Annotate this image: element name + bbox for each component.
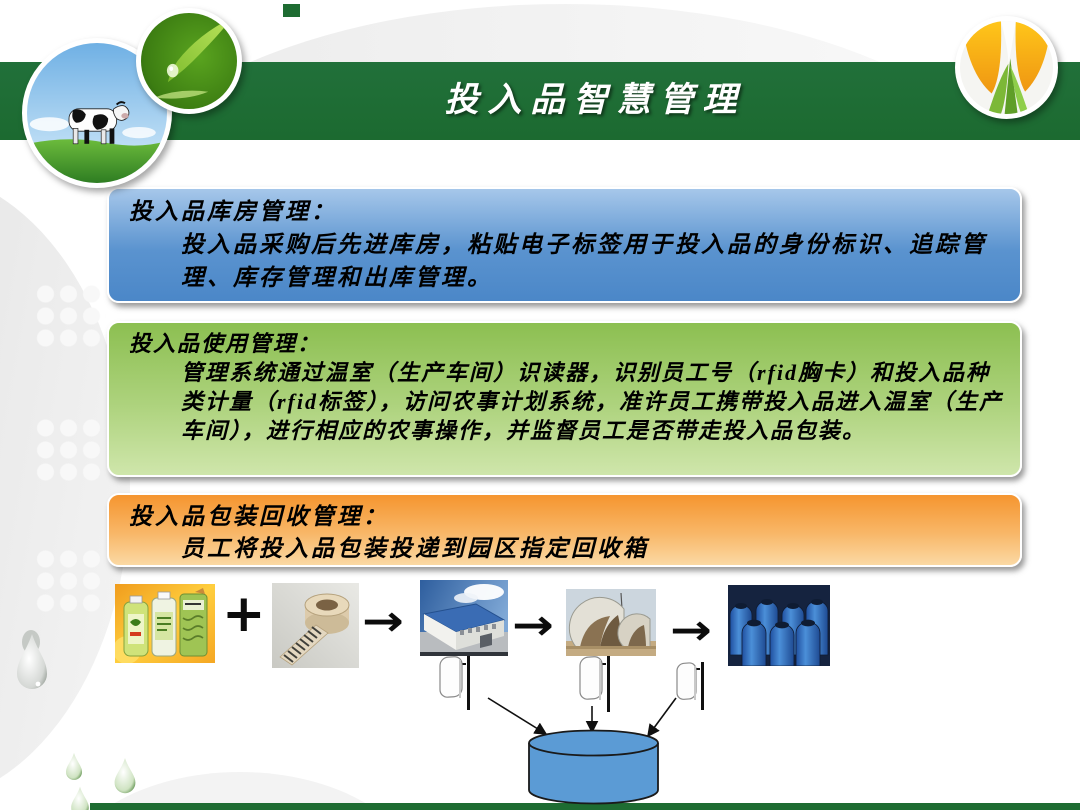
water-drop-icon <box>69 784 91 810</box>
water-drop-icon <box>64 751 84 786</box>
water-drop-icon <box>112 755 138 800</box>
tulip-photo-circle <box>955 16 1058 119</box>
page-title: 投入品智慧管理 <box>444 82 746 119</box>
dot-pattern <box>34 417 106 483</box>
tulip-image <box>960 21 1053 114</box>
cow-figure <box>68 101 130 145</box>
bottle-1 <box>123 595 149 657</box>
arrow-icon: → <box>512 600 554 650</box>
warehouse-management-box: 投入品库房管理： 投入品采购后先进库房，粘贴电子标签用于投入品的身份标识、追踪管… <box>107 187 1022 303</box>
water-drop-icon <box>14 626 50 705</box>
plus-icon: + <box>222 584 266 644</box>
box-body: 管理系统通过温室（生产车间）识读器，识别员工号（rfid胸卡）和投入品种类计量（… <box>181 360 1004 443</box>
box-body: 员工将投入品包装投递到园区指定回收箱 <box>181 536 649 561</box>
rfid-reader-antenna-icon <box>674 660 714 717</box>
bottle-2 <box>151 591 177 657</box>
box-title: 投入品包装回收管理： <box>129 504 389 529</box>
box-title: 投入品使用管理： <box>129 331 322 356</box>
greenhouse-image <box>566 589 656 661</box>
warehouse-building-image <box>420 580 508 661</box>
pesticide-bottles-image <box>113 584 215 668</box>
usage-management-box: 投入品使用管理： 管理系统通过温室（生产车间）识读器，识别员工号（rfid胸卡）… <box>107 321 1022 477</box>
arrow-icon: → <box>670 605 712 655</box>
database-cylinder <box>527 729 660 810</box>
rfid-reader-antenna-icon <box>436 654 482 717</box>
tag-roll <box>279 593 350 666</box>
rfid-reader-antenna-icon <box>576 654 622 719</box>
rfid-tag-roll-image <box>272 583 359 673</box>
reader-to-database-links <box>430 690 700 753</box>
bottle-3 <box>179 588 208 657</box>
leaf-photo-circle <box>136 8 242 114</box>
dot-pattern <box>34 283 106 349</box>
dot-pattern <box>34 548 106 614</box>
leaf-image <box>141 13 237 109</box>
box-body: 投入品采购后先进库房，粘贴电子标签用于投入品的身份标识、追踪管理、库存管理和出库… <box>181 232 987 290</box>
recycle-tanks-image <box>728 585 830 671</box>
bottom-green-bar <box>90 803 1080 810</box>
arrow-icon: → <box>362 596 404 646</box>
box-title: 投入品库房管理： <box>129 199 337 224</box>
tanks <box>729 599 829 667</box>
package-recycle-management-box: 投入品包装回收管理： 员工将投入品包装投递到园区指定回收箱 <box>107 493 1022 567</box>
top-strip-decoration <box>0 0 1080 62</box>
green-square-decoration <box>283 4 300 17</box>
